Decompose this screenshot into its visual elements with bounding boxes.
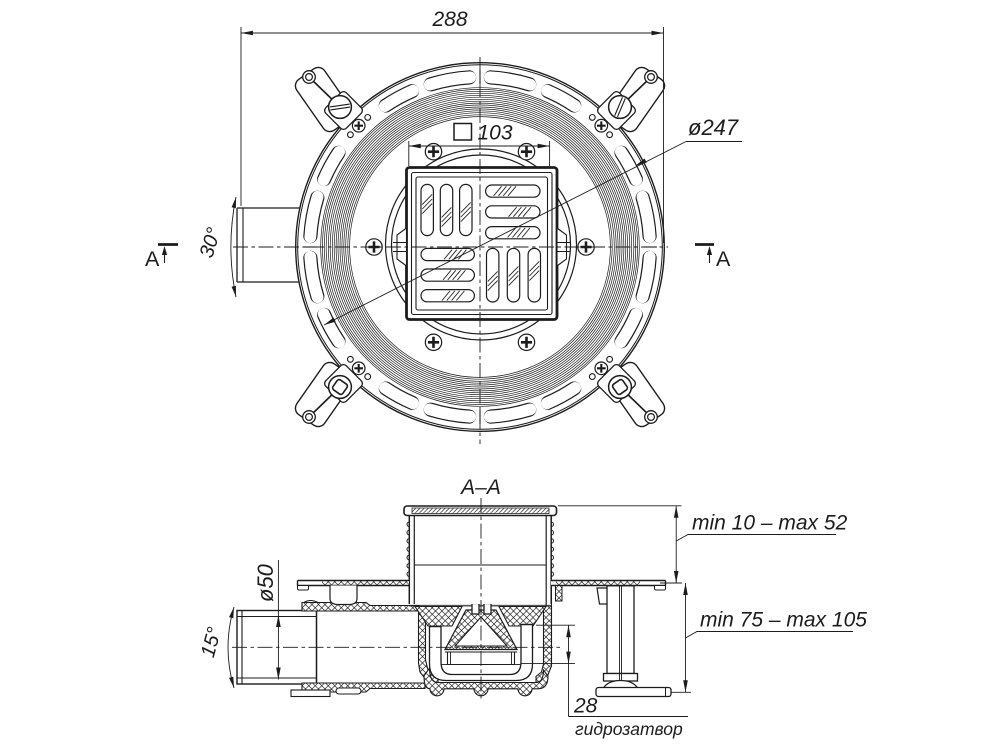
svg-text:ø50: ø50 <box>253 563 278 602</box>
svg-text:28: 28 <box>573 695 598 718</box>
svg-text:ø247: ø247 <box>688 115 739 140</box>
svg-text:A: A <box>716 247 731 271</box>
svg-text:288: 288 <box>431 8 467 31</box>
svg-text:103: 103 <box>478 122 513 145</box>
svg-text:A: A <box>145 247 160 271</box>
svg-text:min 10 – max 52: min 10 – max 52 <box>692 512 848 535</box>
svg-text:A–A: A–A <box>459 476 501 499</box>
svg-text:гидрозатвор: гидрозатвор <box>575 719 683 739</box>
svg-text:min 75 – max 105: min 75 – max 105 <box>700 609 867 632</box>
